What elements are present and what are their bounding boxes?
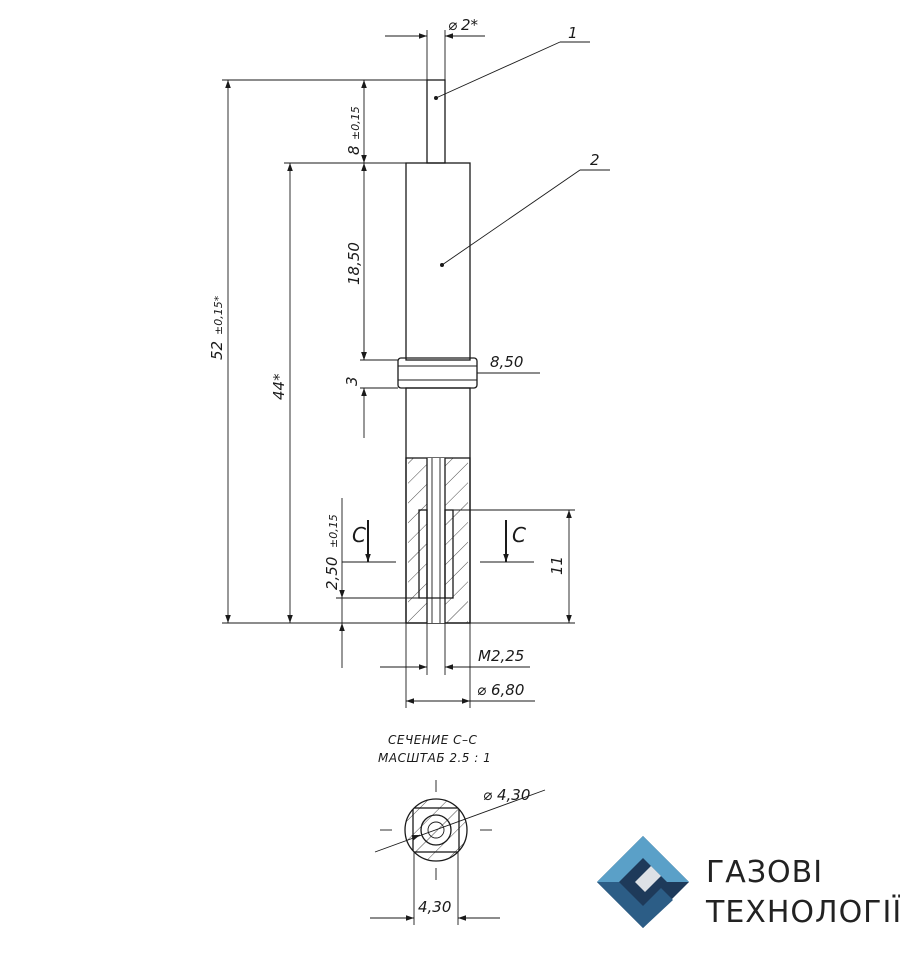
dim-body-diameter-value: 6,80 [491, 681, 524, 699]
svg-text:⌀: ⌀ [448, 16, 457, 34]
dim-overall-length: 52 ±0,15* [208, 79, 427, 624]
part-outline [397, 79, 478, 624]
diamond-g-logo-icon [597, 836, 689, 928]
inner-bore [427, 458, 445, 623]
section-scale: МАСШТАБ 2.5 : 1 [378, 751, 491, 765]
section-marker-left: C [342, 520, 396, 563]
dim-thread-value: M2,25 [478, 647, 524, 665]
svg-text:⌀: ⌀ [483, 786, 492, 804]
dim-slot-length: 11 [453, 509, 575, 624]
dim-body-length: 44* [270, 162, 406, 623]
pin-tip [426, 79, 446, 164]
logo-line-2: ТЕХНОЛОГІЇ [705, 894, 900, 930]
dim-slot-length-value: 11 [548, 556, 566, 575]
dim-tip-diameter: ⌀ 2* [385, 16, 485, 80]
dim-body-upper: 18,50 [345, 163, 367, 360]
callout-1-label: 1 [568, 24, 578, 42]
dim-thread: M2,25 [380, 623, 530, 675]
dim-section-diameter-value: 4,30 [497, 786, 530, 804]
dim-body-length-value: 44* [270, 373, 288, 400]
body-upper [405, 162, 471, 361]
dim-collar-width-value: 3 [343, 376, 361, 386]
callout-1: 1 [434, 24, 590, 100]
dim-body-upper-value: 18,50 [345, 242, 363, 285]
dim-collar-diameter: 8,50 [477, 353, 540, 374]
logo-line-1: ГАЗОВІ [706, 855, 823, 890]
dim-body-diameter: ⌀ 6,80 [405, 623, 535, 708]
dim-slot-position: 2,50 ±0,15 [323, 498, 419, 668]
dim-slot-position-tol: ±0,15 [327, 514, 340, 548]
section-title: СЕЧЕНИЕ С–С [388, 733, 478, 747]
dim-overall-length-value: 52 [208, 341, 226, 360]
dim-collar-diameter-value: 8,50 [490, 353, 523, 371]
slot-left [418, 509, 428, 599]
section-view: ⌀ 4,30 4,30 [370, 780, 546, 925]
callout-2: 2 [440, 151, 610, 267]
slot-right [444, 509, 454, 599]
dim-tip-diameter-value: 2* [461, 16, 479, 34]
dim-slot-position-value: 2,50 [323, 557, 341, 590]
dim-tip-length: 8 ±0,15 [345, 80, 367, 163]
callout-2-label: 2 [590, 151, 600, 169]
dim-tip-length-value: 8 [345, 145, 363, 155]
section-marker-left-label: C [352, 523, 366, 547]
section-marker-right: C [480, 520, 534, 563]
dim-tip-length-tol: ±0,15 [349, 106, 362, 140]
section-marker-right-label: C [512, 523, 526, 547]
dim-collar-width: 3 [343, 300, 398, 438]
dim-overall-length-tol: ±0,15* [212, 295, 225, 335]
svg-text:⌀: ⌀ [477, 681, 486, 699]
dim-section-width-value: 4,30 [418, 898, 451, 916]
collar [397, 357, 478, 389]
